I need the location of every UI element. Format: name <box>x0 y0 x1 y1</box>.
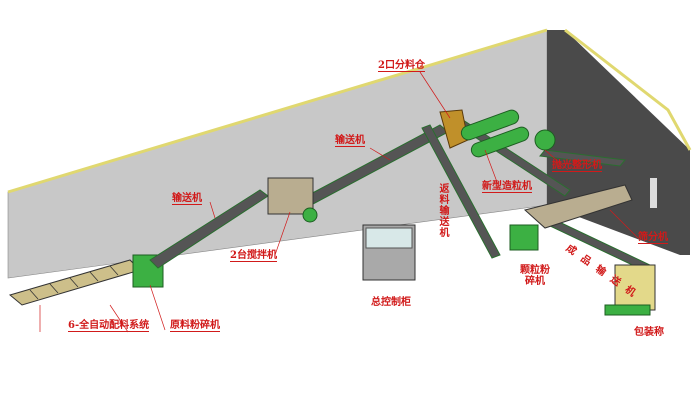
label-packing-scale: 包装称 <box>634 327 664 338</box>
label-screening-machine: 筛分机 <box>638 232 668 244</box>
label-batching-system: 6-全自动配料系统 <box>68 320 150 332</box>
label-distribution-bin: 2口分料仓 <box>378 60 425 72</box>
leader-lines <box>39 71 641 333</box>
side-wall-trim <box>564 28 692 151</box>
door <box>650 178 657 208</box>
control-panel <box>365 227 413 249</box>
label-mixers: 2台搅拌机 <box>230 250 277 262</box>
granulator-drum-1 <box>460 109 520 141</box>
label-granulator: 新型造粒机 <box>482 181 532 193</box>
label-raw-crusher: 原料粉碎机 <box>170 320 220 332</box>
packing-scale <box>614 264 656 311</box>
label-control-cabinet: 总控制柜 <box>371 297 411 308</box>
label-return-conveyor: 返料输送机 <box>437 183 448 238</box>
label-granule-crusher: 颗粒粉碎机 <box>520 265 550 287</box>
back-wall <box>7 29 548 279</box>
label-conveyor-upper: 输送机 <box>335 135 365 147</box>
side-wall <box>547 30 690 255</box>
granule-crusher <box>509 224 539 251</box>
label-conveyor-left: 输送机 <box>172 193 202 205</box>
granulator-drum-2 <box>470 126 530 158</box>
packing-base <box>604 304 651 316</box>
polishing-machine <box>534 129 556 151</box>
wall-trim <box>7 28 548 194</box>
return-conveyor <box>421 124 501 259</box>
mixers <box>267 177 314 215</box>
mixer-motor <box>302 207 318 223</box>
screen-return-conveyor <box>539 149 626 167</box>
screening-machine <box>523 184 633 229</box>
label-polishing-machine: 抛光整形机 <box>552 160 602 172</box>
